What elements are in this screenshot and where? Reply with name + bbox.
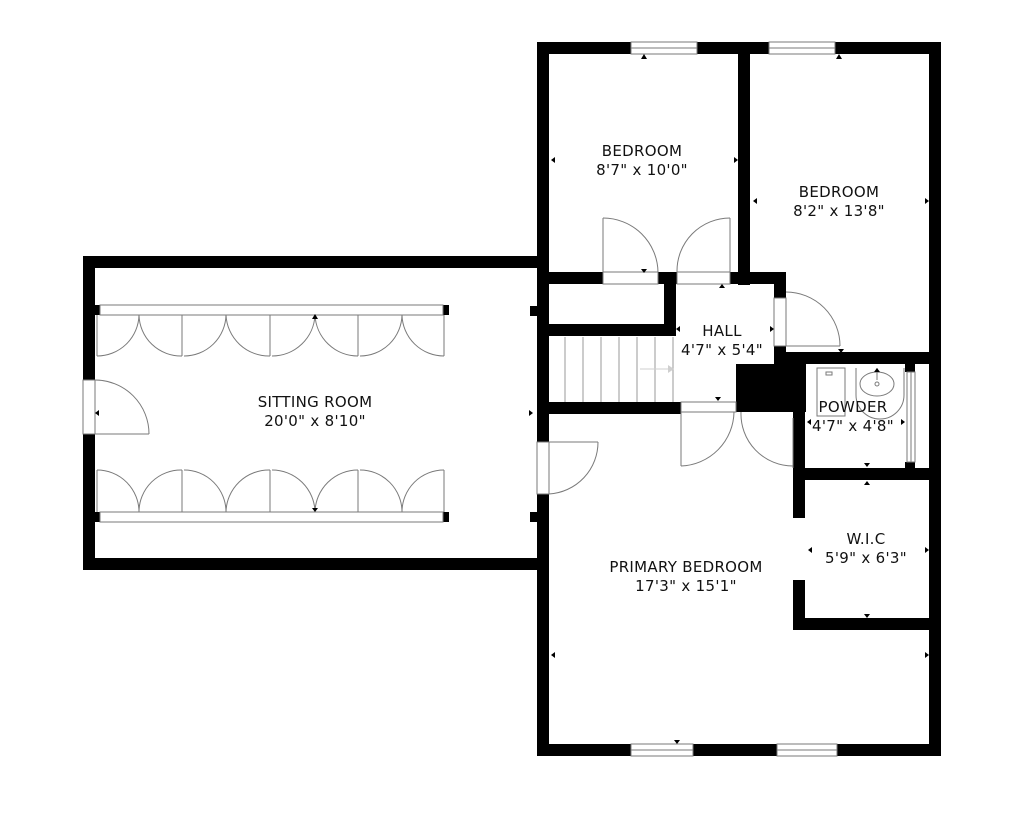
room-label-bedroom-2: BEDROOM 8'2" x 13'8" [793, 183, 885, 221]
room-dimensions: 17'3" x 15'1" [635, 577, 737, 595]
room-dimensions: 4'7" x 5'4" [681, 341, 763, 359]
doors [82, 217, 916, 495]
room-name: POWDER [818, 398, 888, 416]
room-name: BEDROOM [798, 183, 880, 201]
room-dimensions: 20'0" x 8'10" [264, 412, 366, 430]
room-dimensions: 5'9" x 6'3" [825, 549, 907, 567]
closets [96, 304, 445, 523]
dimension-markers [95, 54, 929, 744]
room-dimensions: 8'7" x 10'0" [596, 161, 688, 179]
room-dimensions: 8'2" x 13'8" [793, 202, 885, 220]
room-name: PRIMARY BEDROOM [609, 558, 763, 576]
room-dimensions: 4'7" x 4'8" [812, 417, 894, 435]
room-name: SITTING ROOM [257, 393, 373, 411]
room-label-wic: W.I.C 5'9" x 6'3" [825, 530, 907, 568]
room-name: BEDROOM [601, 142, 683, 160]
room-label-hall: HALL 4'7" x 5'4" [681, 322, 763, 360]
room-label-sitting-room: SITTING ROOM 20'0" x 8'10" [258, 393, 373, 431]
room-name: W.I.C [846, 530, 886, 548]
room-label-bedroom-1: BEDROOM 8'7" x 10'0" [596, 142, 688, 180]
walls [83, 42, 941, 756]
room-label-primary-bedroom: PRIMARY BEDROOM 17'3" x 15'1" [609, 558, 762, 596]
windows [630, 41, 838, 757]
room-name: HALL [702, 322, 742, 340]
room-label-powder: POWDER 4'7" x 4'8" [812, 398, 894, 436]
staircase [564, 337, 674, 402]
